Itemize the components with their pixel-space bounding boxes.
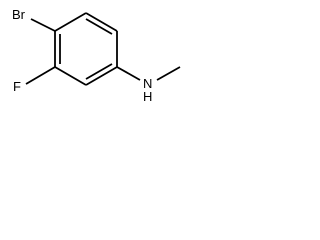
ring-bond-c6-c1	[54, 12, 87, 32]
ring-bond-c4-c5	[54, 66, 87, 86]
bond-ring-bromine	[30, 18, 56, 32]
double-bond-inner-bottom	[85, 63, 113, 80]
bromine-label: Br	[12, 7, 26, 22]
molecule-structure: Br F N H	[12, 7, 181, 104]
nitrogen-label: N	[143, 76, 152, 91]
hydrogen-label: H	[143, 89, 152, 104]
ring-bond-c3-c4	[85, 66, 118, 86]
benzene-ring	[54, 12, 118, 86]
bond-ring-fluorine	[25, 66, 56, 85]
fluorine-label: F	[13, 79, 21, 94]
double-bond-inner-top	[85, 18, 113, 35]
bond-nitrogen-methyl	[156, 66, 181, 81]
ring-bond-c1-c2	[85, 12, 118, 32]
bond-ring-nitrogen	[116, 66, 141, 81]
structure-canvas: Br F N H	[0, 0, 192, 108]
